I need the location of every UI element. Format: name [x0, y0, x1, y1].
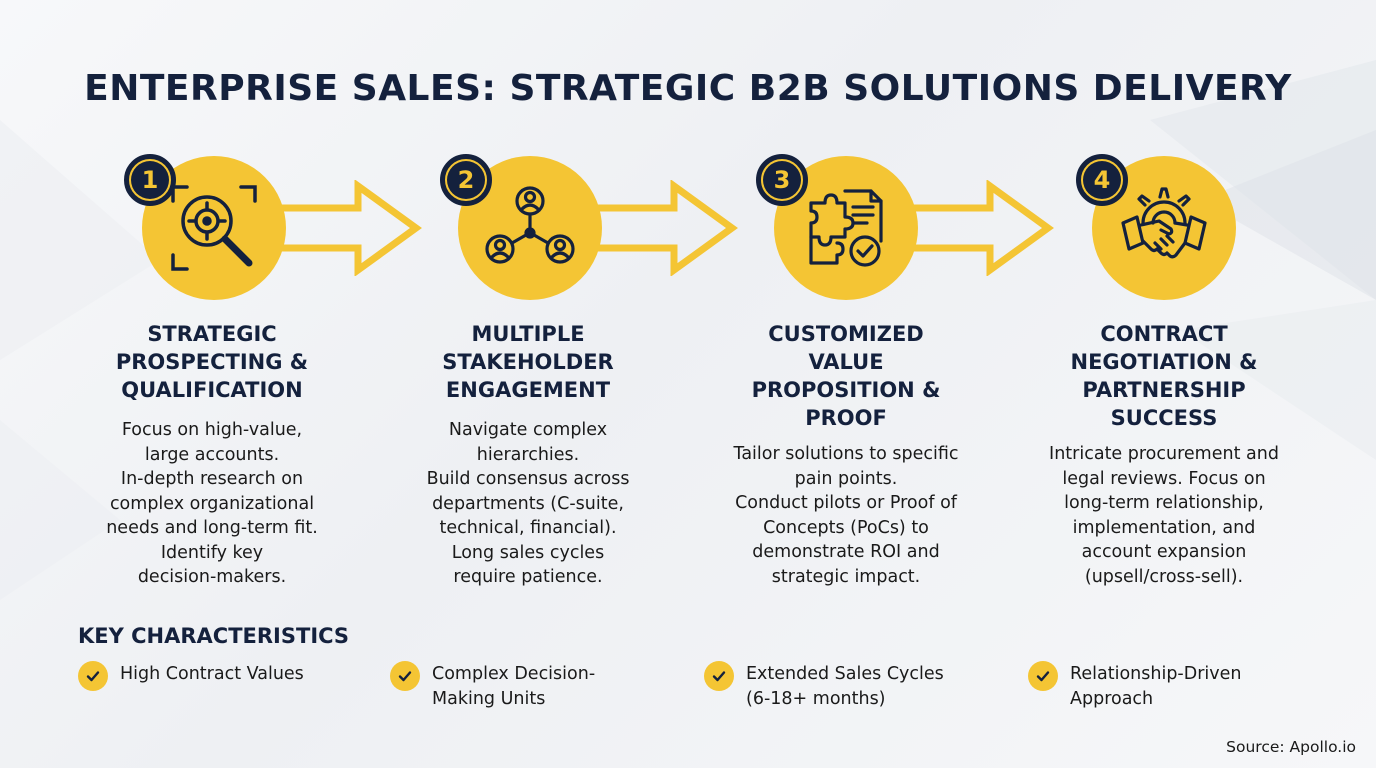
- step-2-number: 2: [447, 161, 485, 199]
- step-1-title: STRATEGIC PROSPECTING & QUALIFICATION: [115, 322, 309, 402]
- step-3-number: 3: [763, 161, 801, 199]
- step-2-badge: 2: [440, 154, 492, 206]
- step-3-circle: [774, 156, 918, 300]
- stakeholder-network-icon: [485, 186, 575, 264]
- key-characteristic-2: Complex Decision- Making Units: [390, 661, 596, 712]
- page-title: ENTERPRISE SALES: STRATEGIC B2B SOLUTION…: [84, 68, 1292, 109]
- key-characteristic-label: Relationship-Driven Approach: [1070, 664, 1242, 709]
- puzzle-document-check-icon: [809, 189, 883, 267]
- flow-arrow-3-4: [900, 180, 1054, 276]
- check-icon: [1028, 661, 1058, 691]
- source-credit: Source: Apollo.io: [1226, 738, 1356, 756]
- step-1-number: 1: [131, 161, 169, 199]
- step-2-circle: [458, 156, 602, 300]
- flow-arrow-1-2: [268, 180, 422, 276]
- magnifier-target-icon: [171, 185, 257, 271]
- step-2-description: Navigate complex hierarchies. Build cons…: [426, 420, 630, 587]
- flow-arrow-2-3: [584, 180, 738, 276]
- step-3-title: CUSTOMIZED VALUE PROPOSITION & PROOF: [751, 322, 941, 430]
- step-2-title: MULTIPLE STAKEHOLDER ENGAGEMENT: [442, 322, 614, 402]
- check-icon: [78, 661, 108, 691]
- key-characteristic-label: Extended Sales Cycles (6-18+ months): [746, 664, 944, 709]
- step-3-badge: 3: [756, 154, 808, 206]
- check-icon: [704, 661, 734, 691]
- key-characteristic-4: Relationship-Driven Approach: [1028, 661, 1242, 712]
- check-icon: [390, 661, 420, 691]
- handshake-gear-icon: [1121, 187, 1207, 259]
- step-4-badge: 4: [1076, 154, 1128, 206]
- key-characteristics-heading: KEY CHARACTERISTICS: [78, 624, 350, 648]
- step-4-title: CONTRACT NEGOTIATION & PARTNERSHIP SUCCE…: [1070, 322, 1258, 430]
- step-1-description: Focus on high-value, large accounts. In-…: [106, 420, 318, 587]
- key-characteristic-label: High Contract Values: [120, 664, 304, 684]
- key-characteristic-label: Complex Decision- Making Units: [432, 664, 596, 709]
- step-3-description: Tailor solutions to specific pain points…: [733, 444, 959, 587]
- step-1-badge: 1: [124, 154, 176, 206]
- key-characteristic-1: High Contract Values: [78, 661, 304, 691]
- step-4-number: 4: [1083, 161, 1121, 199]
- key-characteristic-3: Extended Sales Cycles (6-18+ months): [704, 661, 944, 712]
- step-4-description: Intricate procurement and legal reviews.…: [1049, 444, 1279, 587]
